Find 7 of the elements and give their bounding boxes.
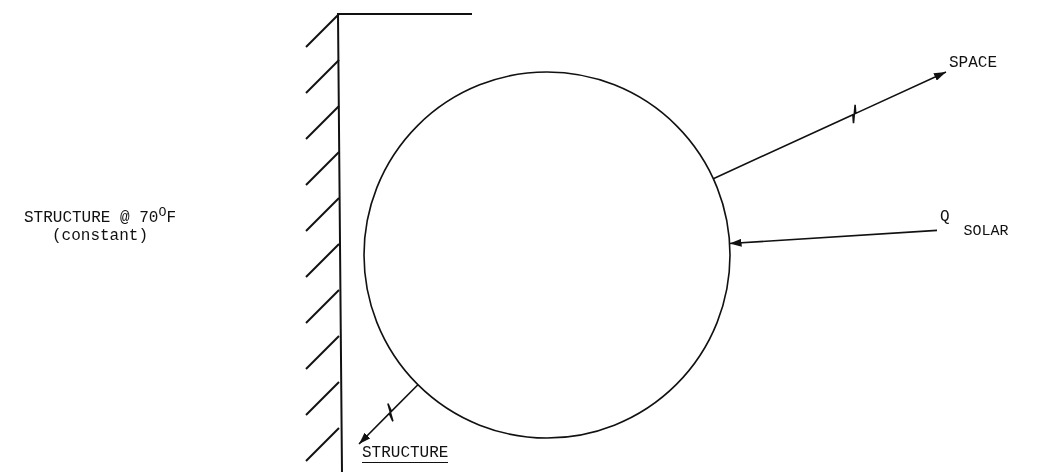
arrow [728, 229, 938, 247]
sphere-circle [363, 71, 731, 439]
text-label: SPACE [949, 54, 997, 72]
text-label: STRUCTURE [362, 444, 449, 463]
arrow [358, 383, 419, 445]
structure-temperature-note: STRUCTURE @ 70$^{O}$F (constant) [23, 205, 177, 246]
arrow [712, 71, 947, 180]
